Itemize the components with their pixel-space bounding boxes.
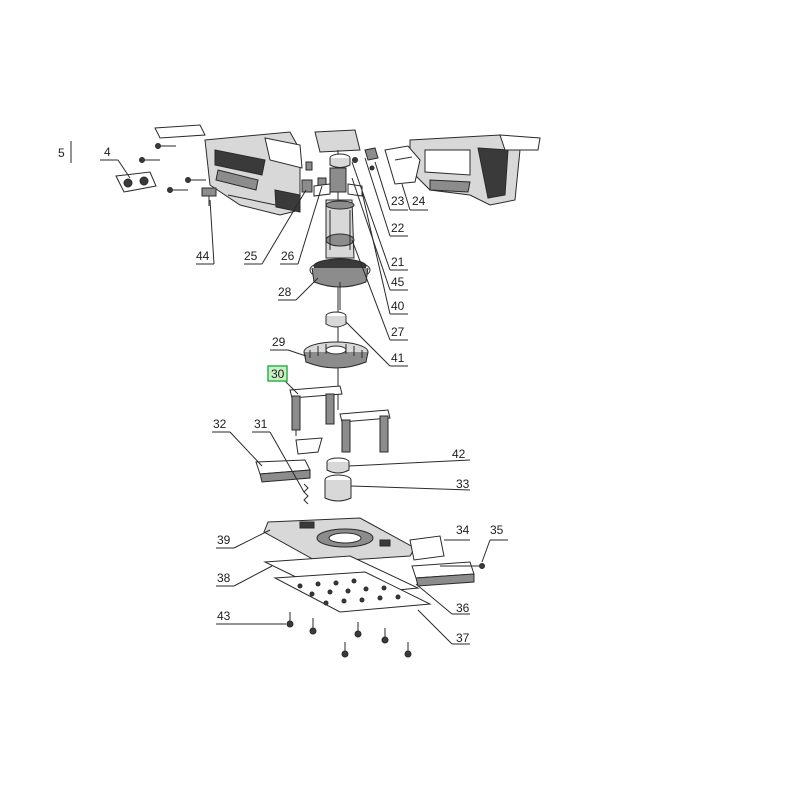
label-28: 28 [278,285,292,299]
highlight-box [267,365,288,382]
label-24: 24 [412,194,426,208]
label-27: 27 [391,325,405,339]
part-42-bearing [326,457,350,474]
part-37-sheet [273,571,432,613]
part-44-screw [201,187,217,206]
part-41-bearing [325,311,347,328]
label-23: 23 [391,194,405,208]
label-22: 22 [391,221,405,235]
part-25-26-clips [301,161,327,193]
part-4-switch [115,171,157,193]
label-44: 44 [196,249,210,263]
label-38: 38 [217,571,231,585]
top-screws [139,143,206,193]
part-33-sleeve [324,474,352,502]
part-39-baseplate [263,517,416,563]
label-29: 29 [272,335,286,349]
part-32-clamp [255,437,323,483]
label-36: 36 [456,601,470,615]
label-40: 40 [391,299,405,313]
label-21: 21 [391,255,405,269]
label-43: 43 [217,609,231,623]
armature-shaft [313,150,363,410]
housing-assembly [154,124,541,216]
section-marker: 5 [58,141,72,163]
label-32: 32 [213,417,227,431]
label-45: 45 [391,275,405,289]
label-37: 37 [456,631,470,645]
label-35: 35 [490,523,504,537]
section-number: 5 [58,146,65,160]
label-41: 41 [391,351,405,365]
part-23-24-brackets [352,145,421,185]
label-4: 4 [104,145,111,159]
part-frame-right [339,409,391,453]
part-35-pin [440,563,485,569]
label-42: 42 [452,447,466,461]
part-28-fan [309,258,371,310]
part-34-clamp [409,535,475,587]
part-labels: 4 44 25 26 23 24 22 21 45 40 27 28 41 29… [104,145,504,645]
part-29-gear [303,341,369,369]
label-25: 25 [244,249,258,263]
part-43-screws [286,612,412,658]
label-26: 26 [281,249,295,263]
part-31-spring [303,483,309,505]
label-39: 39 [217,533,231,547]
leader-lines [100,157,508,645]
part-30-bracket [289,385,343,436]
label-30-highlighted[interactable]: 30 [267,365,288,382]
label-34: 34 [456,523,470,537]
label-31: 31 [254,417,268,431]
label-33: 33 [456,477,470,491]
label-30: 30 [271,367,285,381]
